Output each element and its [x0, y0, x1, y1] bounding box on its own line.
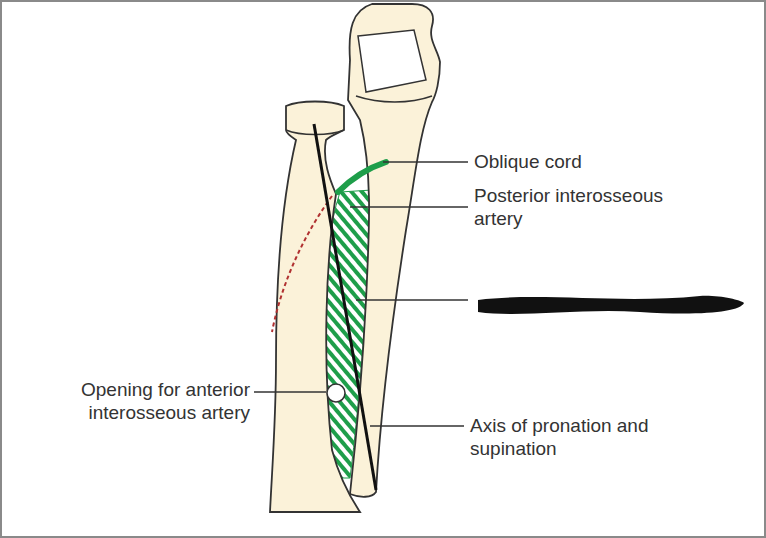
- redaction-mark: [478, 296, 744, 314]
- trochlear-notch: [358, 30, 426, 92]
- part-label: Opening for anterior interosseous artery: [22, 378, 250, 424]
- part-label: Oblique cord: [474, 150, 714, 173]
- opening: [327, 384, 345, 402]
- posterior-interosseous-artery: [272, 196, 332, 332]
- axis-line: [314, 124, 376, 490]
- part-label: Posterior interosseous artery: [474, 184, 664, 230]
- radius: [270, 102, 360, 513]
- leader-lines: [254, 162, 468, 426]
- part-label: Axis of pronation and supination: [470, 414, 715, 460]
- ulna: [348, 4, 440, 497]
- oblique-cord: [338, 162, 386, 192]
